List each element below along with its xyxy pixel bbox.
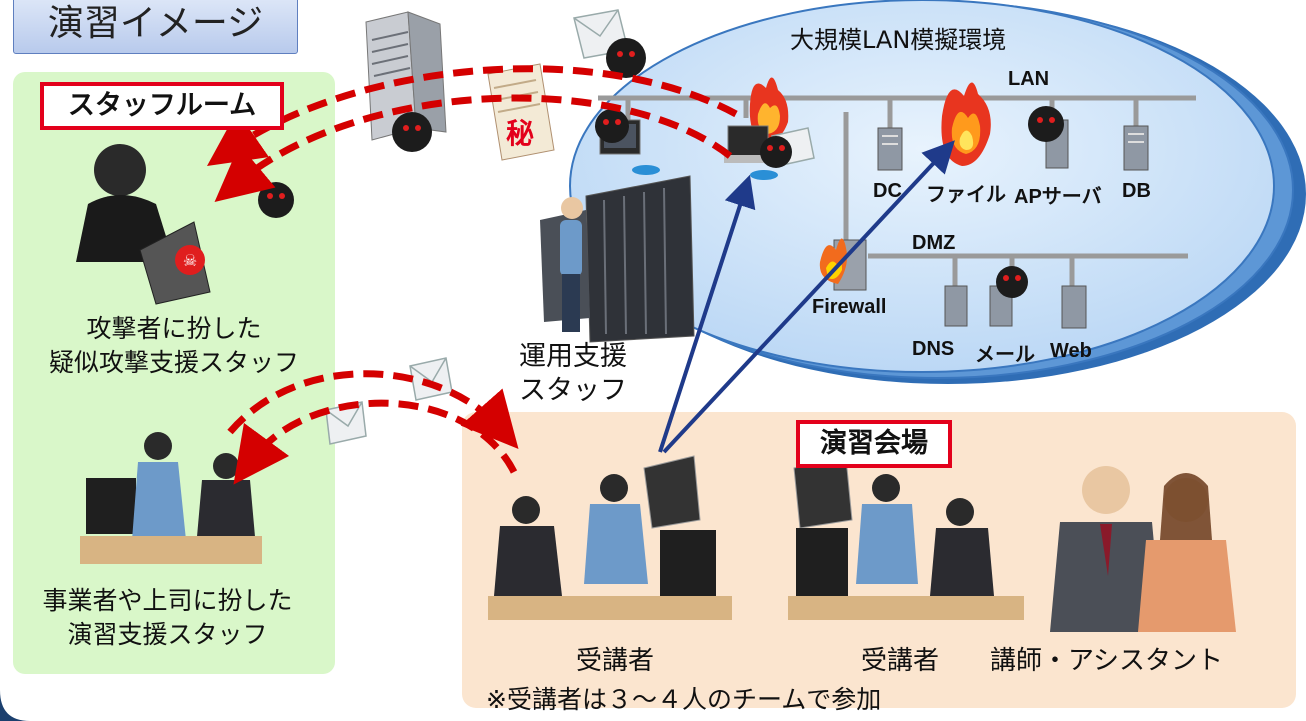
venue-label: 演習会場 <box>796 420 952 468</box>
venue-note: ※受講者は３～４人のチームで参加 <box>486 685 882 714</box>
access-arrows <box>658 140 955 454</box>
attacker-caption-line2: 疑似攻撃支援スタッフ <box>48 348 299 377</box>
business-caption-line1: 事業者や上司に扮した <box>42 586 293 615</box>
dmz-server-label-dns: DNS <box>912 338 955 360</box>
instructor-people <box>1050 466 1236 632</box>
ops-staff-caption: 運用支援 スタッフ <box>498 340 648 408</box>
lan-environment-title: 大規模LAN模擬環境 <box>790 26 1007 54</box>
ops-caption-line2: スタッフ <box>519 375 627 406</box>
dmz-server-label-mail: メール <box>975 344 1035 366</box>
server-label-db: DB <box>1122 180 1151 202</box>
virus-icons <box>258 38 1064 298</box>
staff-room-label: スタッフルーム <box>40 82 284 130</box>
trainee-group-right <box>788 457 1024 620</box>
corner-decoration <box>0 690 30 721</box>
attacker-person: ☠ <box>76 144 211 305</box>
instructor-caption: 講師・アシスタント <box>990 646 1223 676</box>
trainee-caption-left: 受講者 <box>575 646 654 676</box>
business-caption: 事業者や上司に扮した 演習支援スタッフ <box>0 584 335 652</box>
attacker-caption: 攻撃者に扮した 疑似攻撃支援スタッフ <box>13 312 335 380</box>
attacker-caption-line1: 攻撃者に扮した <box>86 314 262 343</box>
secret-mark: 秘 <box>506 117 535 150</box>
trainee-group-left <box>488 455 732 620</box>
ops-caption-line1: 運用支援 <box>519 341 627 372</box>
lan-label: LAN <box>1008 68 1050 90</box>
firewall-label: Firewall <box>812 296 887 318</box>
server-label-dc: DC <box>873 180 902 202</box>
dmz-server-label-web: Web <box>1050 340 1092 362</box>
svg-text:☠: ☠ <box>183 251 197 270</box>
email-flow-arrows <box>227 370 519 485</box>
server-label-ap: APサーバ <box>1014 186 1102 208</box>
lan-server-icons <box>877 119 1149 171</box>
support-staff-people <box>80 432 262 564</box>
dmz-label: DMZ <box>912 232 956 254</box>
trainee-caption-right: 受講者 <box>860 646 939 676</box>
server-label-file: ファイル <box>926 184 1006 206</box>
ops-staff-person <box>560 197 583 332</box>
business-caption-line2: 演習支援スタッフ <box>67 620 268 649</box>
attack-flow-arrows <box>206 65 738 202</box>
dmz-server-icons <box>944 285 1087 329</box>
secret-document-icon <box>487 63 555 161</box>
page-title: 演習イメージ <box>13 0 298 54</box>
